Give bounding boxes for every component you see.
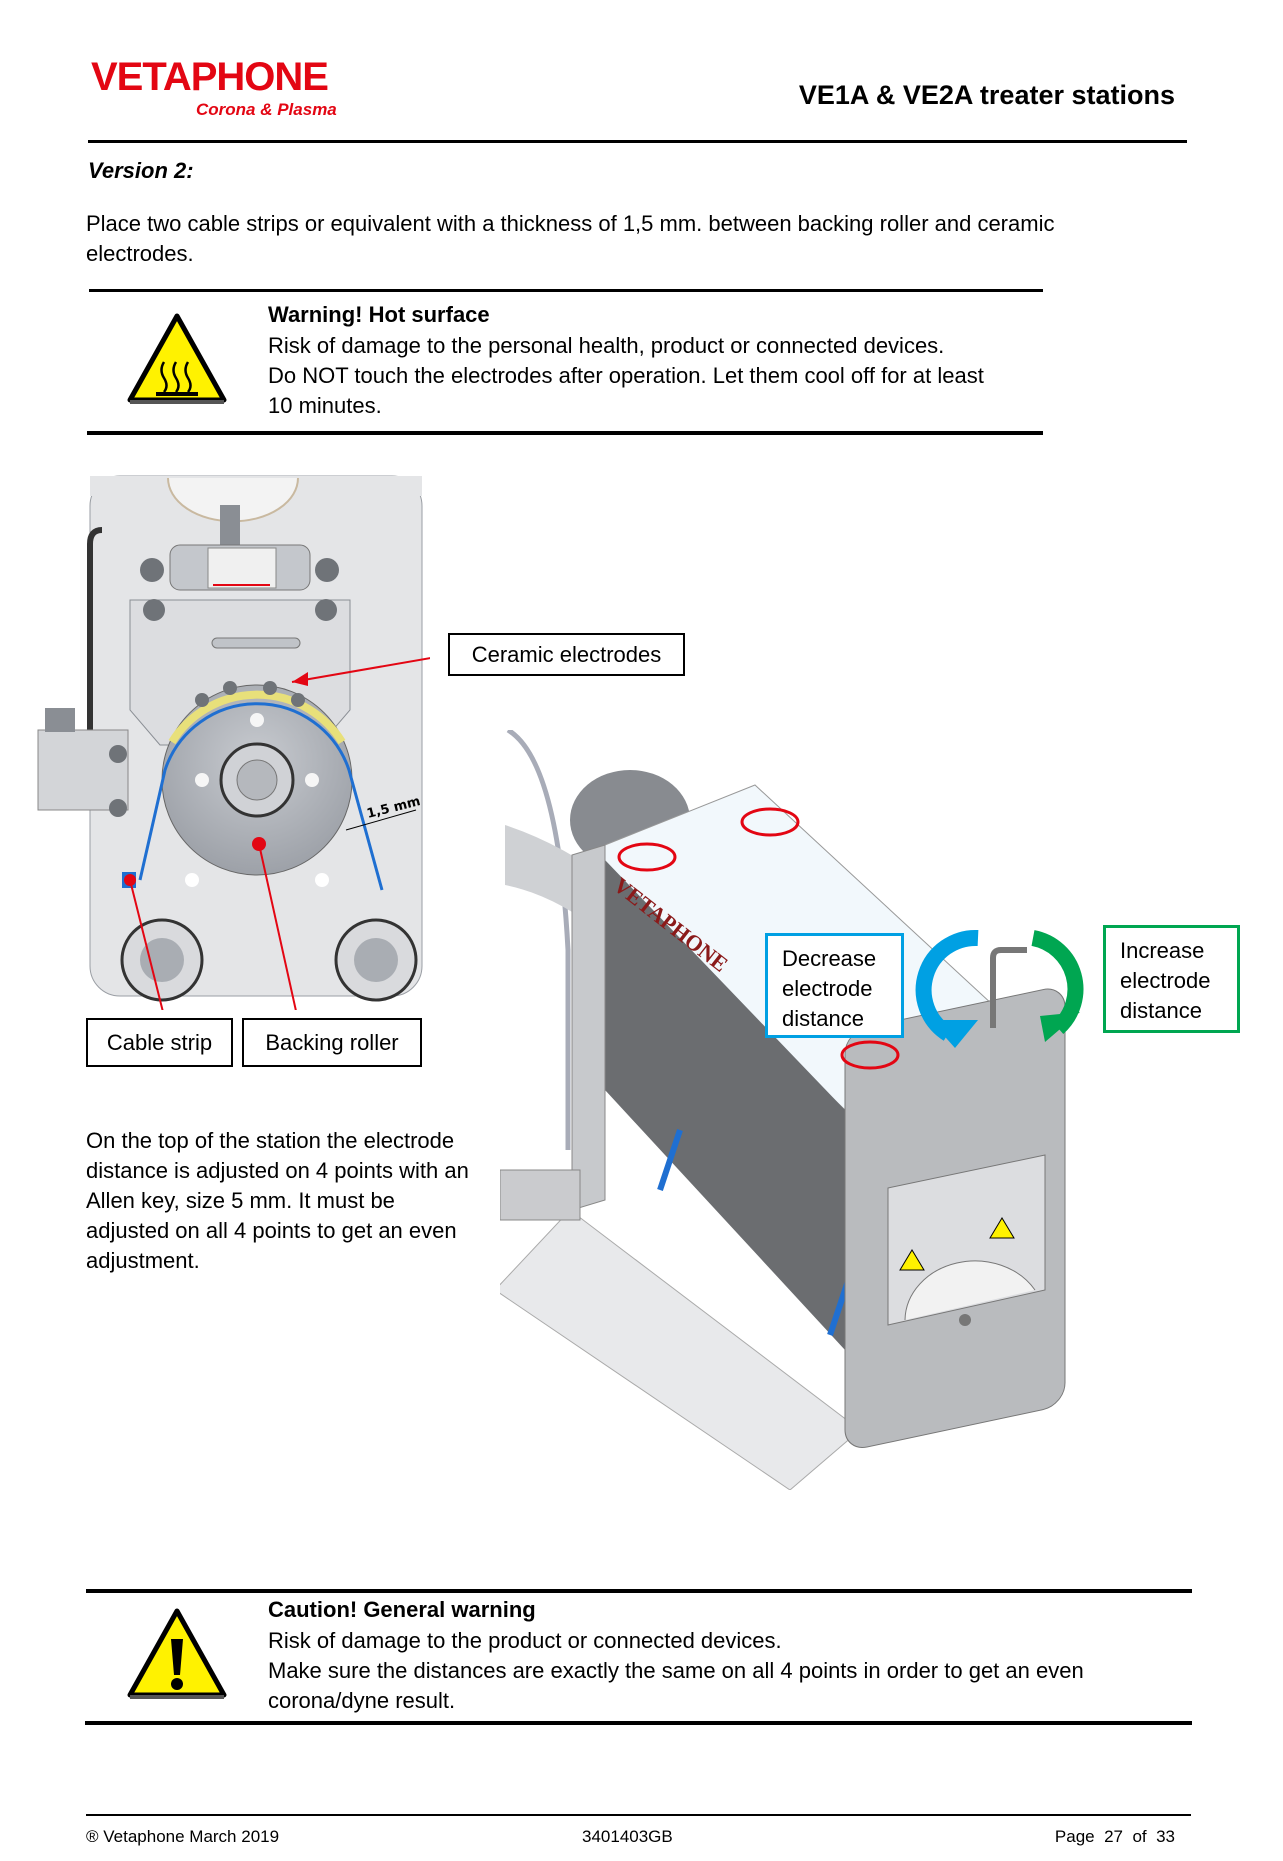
hot-surface-warning-icon [127,313,227,404]
adjust-line: adjusted on all 4 points to get an even [86,1218,457,1243]
caution-line: corona/dyne result. [268,1688,456,1713]
adjust-line: On the top of the station the electrode [86,1128,455,1153]
hot-warning-line: Do NOT touch the electrodes after operat… [268,363,984,388]
increase-line: electrode [1120,968,1211,993]
station-isometric-illustration: VETAPHONE [500,730,1084,1490]
adjust-line: adjustment. [86,1248,200,1273]
hot-warning-line: Risk of damage to the personal health, p… [268,333,945,358]
caution-line: Make sure the distances are exactly the … [268,1658,1084,1683]
footer-page-number: Page 27 of 33 [1055,1827,1175,1847]
hot-warning-title: Warning! Hot surface [268,302,490,327]
page-label: Page [1054,1827,1095,1846]
warning-bottom-rule [87,431,1043,435]
header-divider [88,140,1187,143]
hot-warning-line: 10 minutes. [268,393,382,418]
intro-line: Place two cable strips or equivalent wit… [86,211,1055,236]
cable-strip-label: Cable strip [86,1018,233,1067]
caution-top-rule [86,1589,1192,1593]
page-current: 27 [1104,1827,1123,1846]
adjustment-paragraph: On the top of the station the electrode … [86,1126,469,1276]
logo-wordmark: VETAPHONE [91,55,329,99]
intro-line: electrodes. [86,241,194,266]
caution-title: Caution! General warning [268,1597,536,1622]
adjust-line: distance is adjusted on 4 points with an [86,1158,469,1183]
increase-line: distance [1120,998,1202,1023]
document-title: VE1A & VE2A treater stations [798,80,1175,110]
decrease-distance-callout: Decrease electrode distance [765,933,904,1038]
decrease-line: Decrease [782,946,877,971]
warning-top-rule [89,289,1043,292]
footer-divider [86,1814,1191,1816]
page-total: 33 [1156,1827,1175,1846]
caution-line: Risk of damage to the product or connect… [268,1628,782,1653]
increase-line: Increase [1120,938,1205,963]
caution-bottom-rule [85,1721,1192,1725]
decrease-line: electrode [782,976,873,1001]
ceramic-electrodes-label: Ceramic electrodes [448,633,685,676]
footer-doc-number: 3401403GB [582,1827,673,1846]
backing-roller-label: Backing roller [242,1018,422,1067]
general-warning-icon [127,1608,227,1699]
vetaphone-logo: VETAPHONE Corona & Plasma [91,56,351,120]
increase-distance-callout: Increase electrode distance [1103,925,1240,1033]
decrease-line: distance [782,1006,864,1031]
footer-copyright: ® Vetaphone March 2019 [86,1827,280,1846]
intro-paragraph: Place two cable strips or equivalent wit… [86,209,1054,269]
station-front-view-illustration: 1,5 mm [37,475,430,1010]
section-heading: Version 2: [88,158,194,183]
adjust-line: Allen key, size 5 mm. It must be [86,1188,395,1213]
logo-tagline: Corona & Plasma [196,100,337,119]
page-of: of [1132,1827,1147,1846]
